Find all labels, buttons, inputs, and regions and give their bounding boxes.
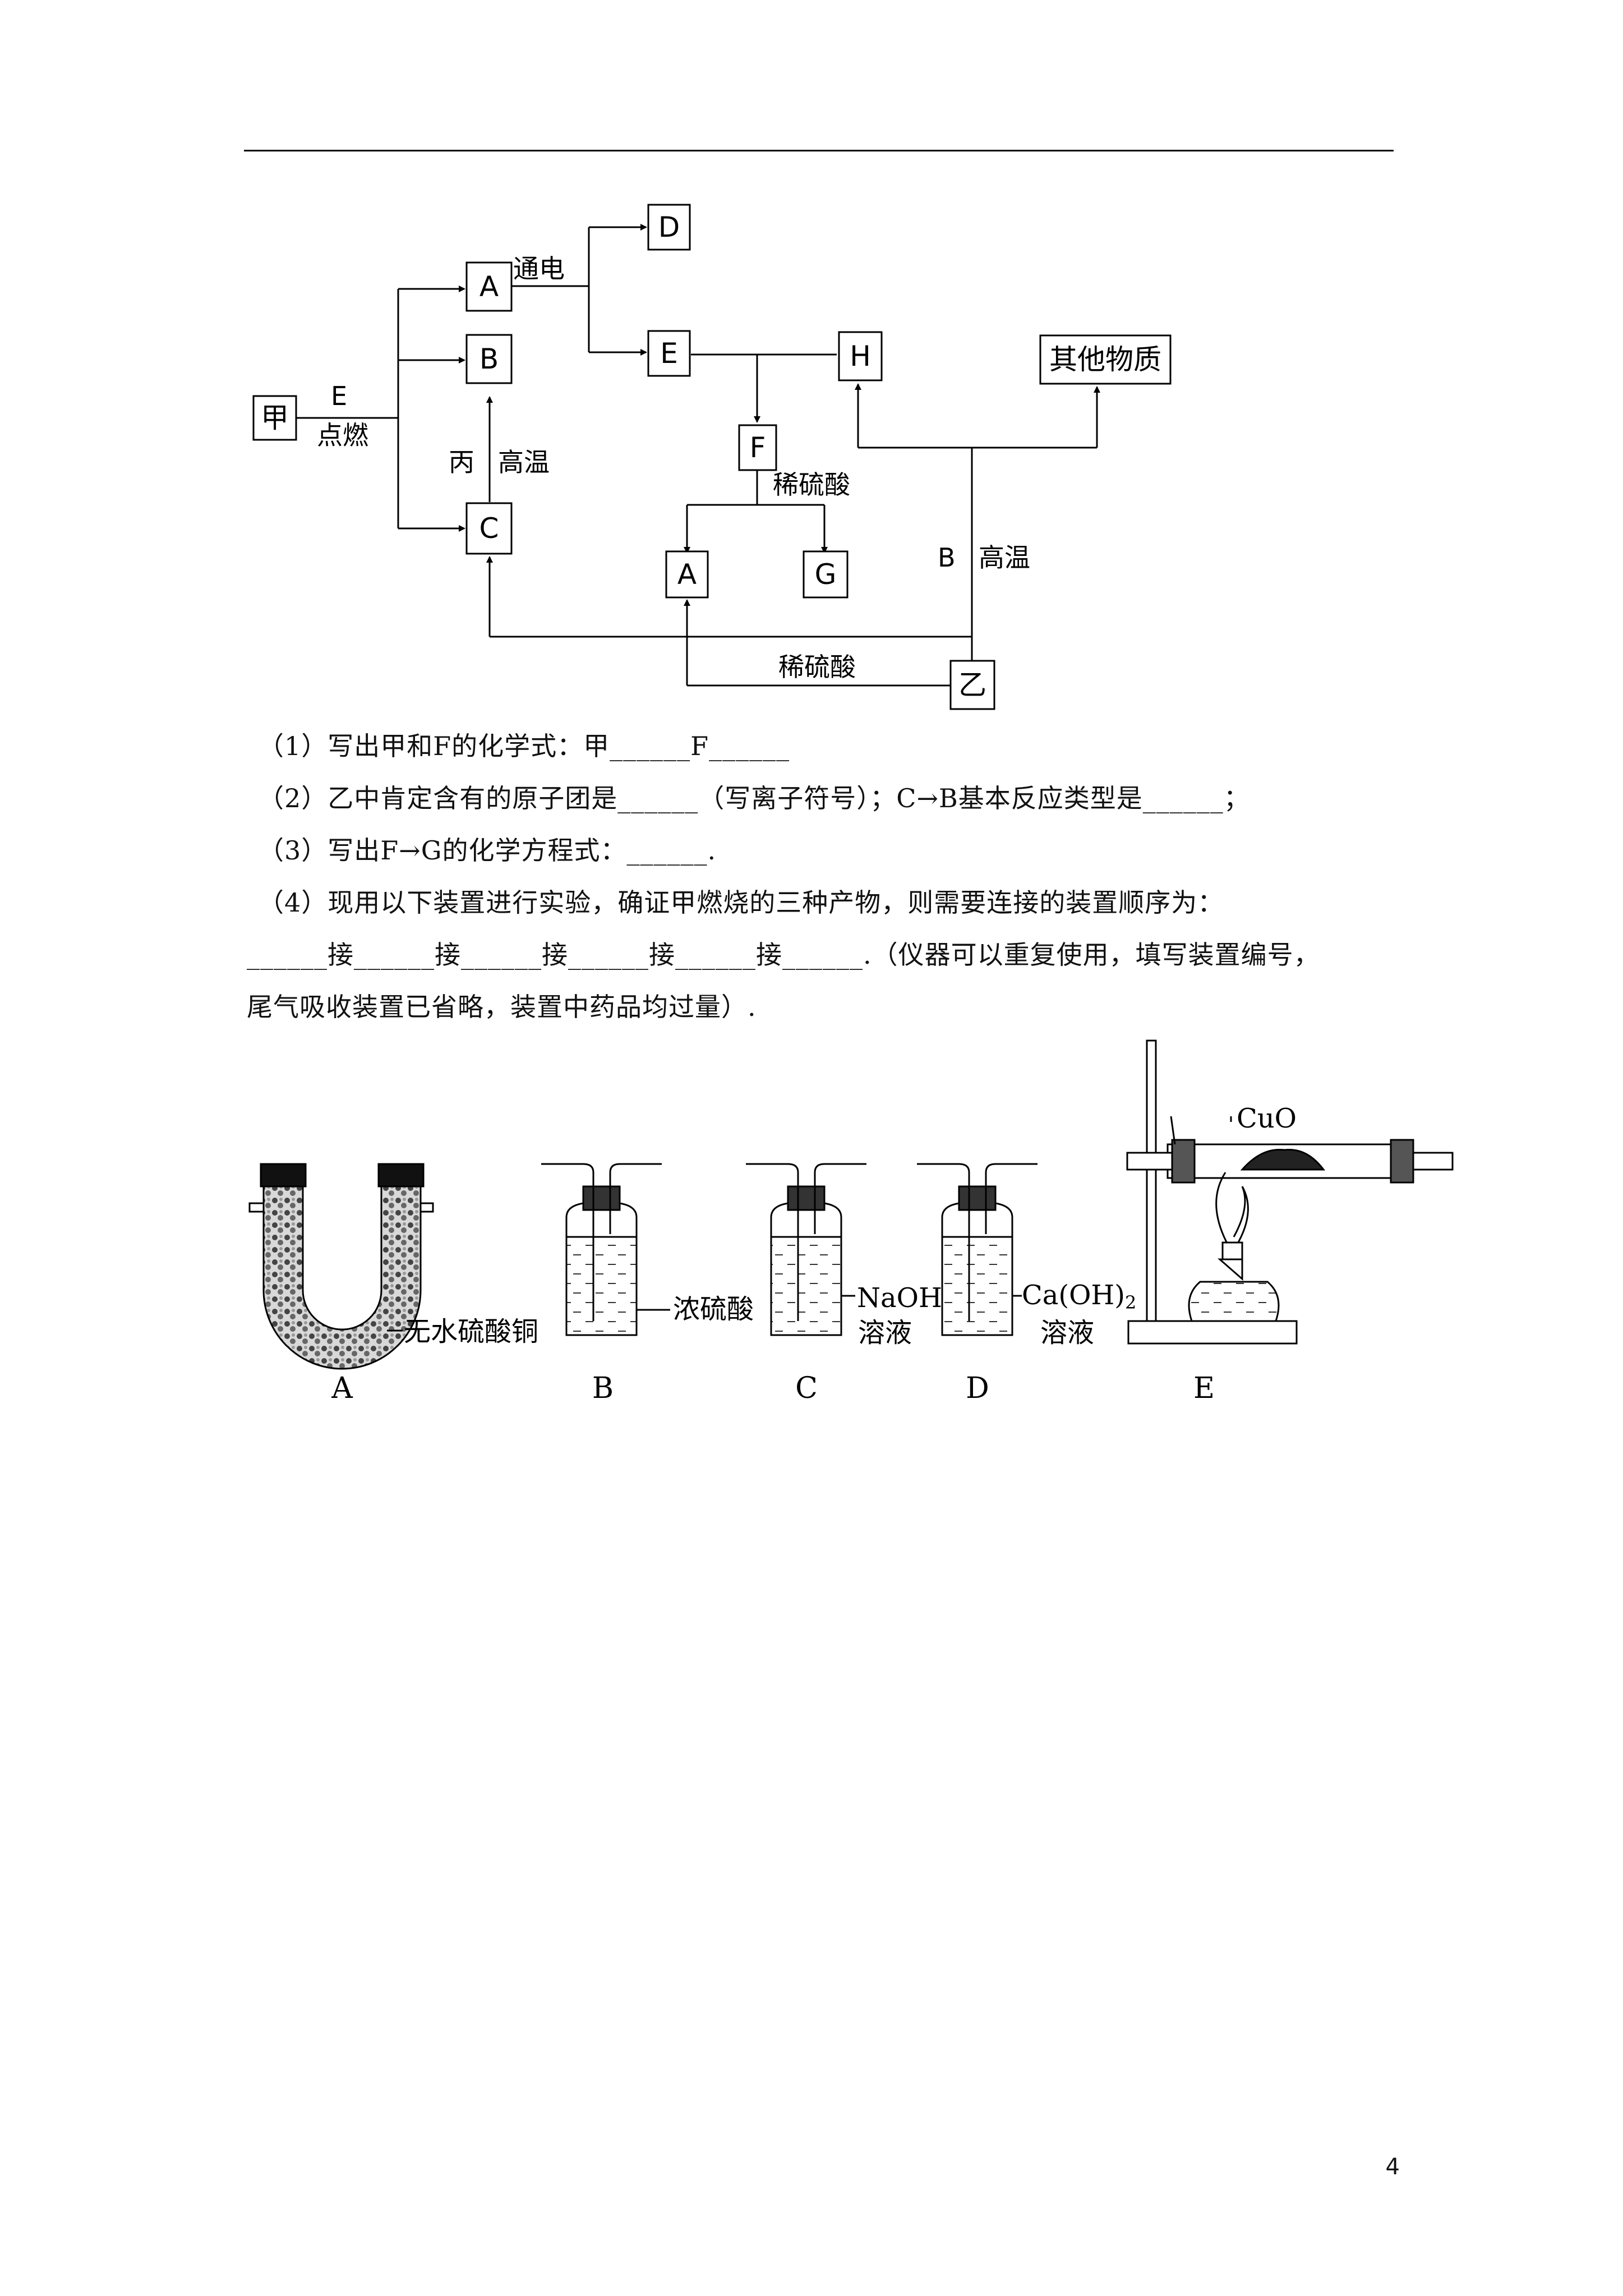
caption-B: B xyxy=(592,1372,614,1405)
question-1: （1）写出甲和F的化学式：甲______F______ xyxy=(258,731,790,761)
reagent-B: 浓硫酸 xyxy=(673,1294,754,1325)
header-rule xyxy=(244,150,1394,151)
label-high-temp-2: 高温 xyxy=(979,542,1030,573)
node-B1-box xyxy=(465,334,513,384)
node-yi: 乙 xyxy=(958,669,986,701)
node-E: E xyxy=(660,337,678,370)
node-H-box xyxy=(838,331,883,381)
node-jia-box xyxy=(252,395,297,441)
apparatus-D-wash-bottle xyxy=(917,1163,1038,1336)
node-A2: A xyxy=(677,558,697,591)
apparatus-B-wash-bottle xyxy=(541,1163,670,1336)
label-high-temp-1: 高温 xyxy=(498,447,550,477)
node-C1-box xyxy=(465,502,513,555)
node-B1: B xyxy=(479,343,499,375)
caption-A: A xyxy=(331,1372,353,1405)
reagent-D-line-2: 溶液 xyxy=(1040,1317,1094,1349)
apparatus-E-combustion-setup xyxy=(1126,1039,1454,1345)
label-E-condition: E xyxy=(331,381,347,411)
node-A2-box xyxy=(665,550,709,599)
reaction-flow-diagram: 甲 A B C D E H 其他物质 F A G 乙 E 点燃 通电 丙 高温 … xyxy=(252,204,1172,710)
caption-E: E xyxy=(1193,1372,1215,1405)
node-H: H xyxy=(850,340,871,372)
reagent-E: CuO xyxy=(1237,1103,1297,1134)
label-dilute-h2so4-2: 稀硫酸 xyxy=(778,652,856,682)
caption-D: D xyxy=(966,1372,989,1405)
node-A1: A xyxy=(479,270,499,303)
node-D: D xyxy=(658,211,680,243)
reagent-C-line-2: 溶液 xyxy=(858,1317,912,1349)
node-G-box xyxy=(803,550,849,599)
caption-C: C xyxy=(795,1372,818,1405)
reagent-C-line-1: NaOH xyxy=(857,1282,942,1314)
label-bing: 丙 xyxy=(449,447,474,477)
node-other-box xyxy=(1039,334,1172,385)
label-B-condition: B xyxy=(938,542,956,573)
node-jia: 甲 xyxy=(261,402,289,434)
reagent-A: 无水硫酸铜 xyxy=(404,1316,538,1347)
label-ignite: 点燃 xyxy=(317,420,368,450)
label-electrolysis: 通电 xyxy=(513,254,565,284)
reagent-D-line-1: Ca(OH)2 xyxy=(1022,1280,1136,1313)
question-3: （3）写出F→G的化学方程式：______. xyxy=(258,835,717,866)
node-C1: C xyxy=(479,512,499,545)
node-E-box xyxy=(647,330,691,377)
node-other: 其他物质 xyxy=(1049,343,1161,376)
apparatus-A-u-tube xyxy=(248,1163,434,1370)
question-4-line-1: （4）现用以下装置进行实验，确证甲燃烧的三种产物，则需要连接的装置顺序为： xyxy=(258,887,1224,918)
page-number: 4 xyxy=(1385,2154,1400,2180)
apparatus-figure: 无水硫酸铜 浓硫酸 NaOH 溶液 Ca(OH)2 溶液 xyxy=(248,1039,1454,1405)
question-2: （2）乙中肯定含有的原子团是______（写离子符号）；C→B基本反应类型是__… xyxy=(258,783,1250,813)
node-G: G xyxy=(815,558,837,591)
node-F: F xyxy=(750,431,766,464)
apparatus-C-wash-bottle xyxy=(746,1163,866,1336)
question-4-line-2: ______接______接______接______接______接_____… xyxy=(247,940,1320,970)
label-dilute-h2so4-1: 稀硫酸 xyxy=(773,470,850,500)
node-A1-box xyxy=(465,261,513,312)
node-yi-box xyxy=(949,660,995,710)
node-F-box xyxy=(738,424,777,471)
node-D-box xyxy=(647,204,691,251)
question-4-line-3: 尾气吸收装置已省略，装置中药品均过量）. xyxy=(247,992,757,1022)
